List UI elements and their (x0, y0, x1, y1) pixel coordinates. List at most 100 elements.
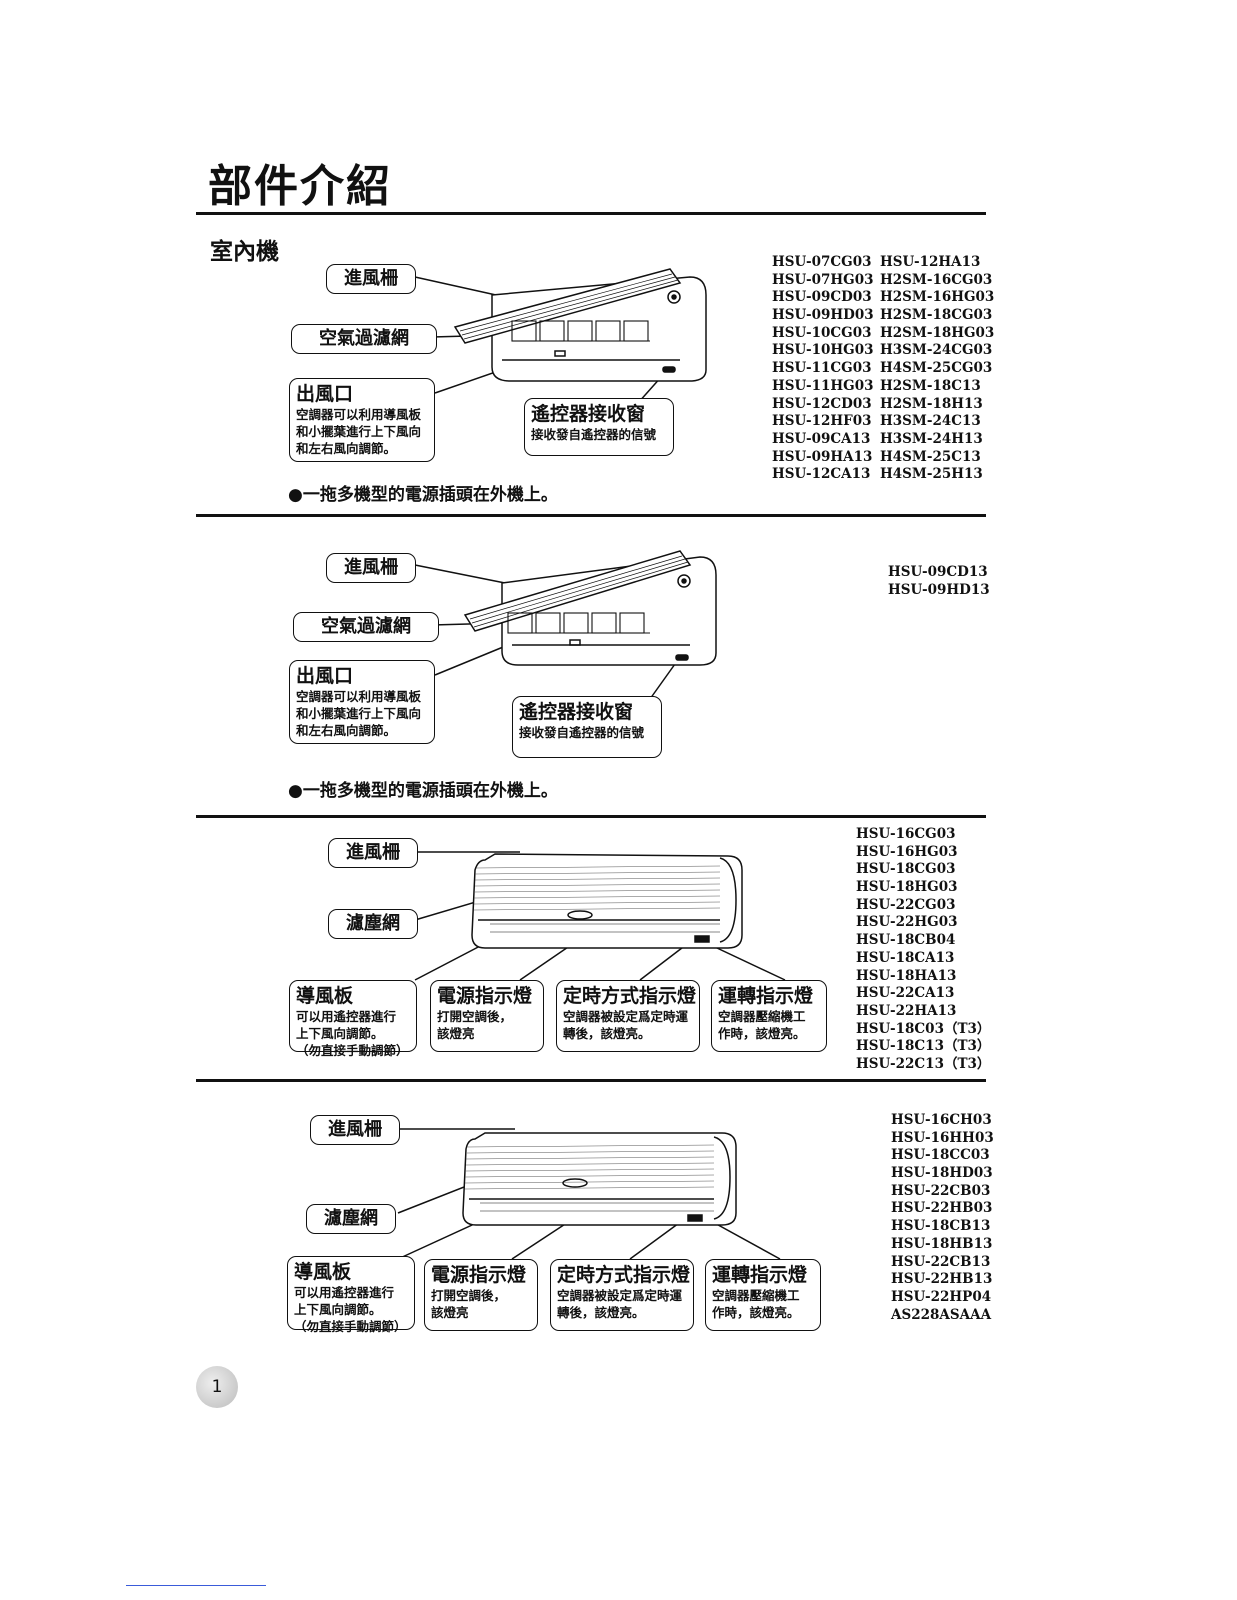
model-number: H4SM-25C13 (880, 448, 981, 465)
model-number: HSU-16HH03 (891, 1129, 994, 1146)
page-title: 部件介紹 (208, 161, 392, 212)
model-number: HSU-09HA13 (772, 448, 873, 465)
model-number: HSU-10HG03 (772, 342, 874, 359)
label-air-filter: 空氣過濾網 (293, 612, 439, 642)
model-number: H2SM-18H13 (880, 395, 983, 412)
callout-title: 電源指示燈 (431, 1264, 527, 1286)
model-number: HSU-22HB13 (891, 1271, 993, 1288)
callout-body: 接收發自遙控器的信號 (519, 725, 645, 740)
model-number: HSU-12CD03 (772, 395, 872, 412)
model-number: HSU-12HF03 (772, 413, 872, 430)
model-number: H2SM-18CG03 (880, 307, 993, 324)
model-number: H4SM-25CG03 (880, 360, 993, 377)
model-number: AS228ASAAA (891, 1306, 992, 1323)
label-inlet-grille: 進風柵 (326, 264, 416, 294)
model-number: HSU-22CA13 (856, 985, 955, 1002)
model-number: HSU-22HB03 (891, 1200, 993, 1217)
callout-title: 電源指示燈 (437, 985, 533, 1007)
callout-title: 運轉指示燈 (712, 1264, 808, 1286)
model-number: H3SM-24C13 (880, 413, 981, 430)
model-number: HSU-18CB04 (856, 932, 956, 949)
note-multi-split: ●一拖多機型的電源插頭在外機上。 (288, 781, 558, 801)
callout-body: 空調器壓縮機工 作時，該燈亮。 (712, 1288, 800, 1320)
callout-louver: 導風板 可以用遙控器進行 上下風向調節。 （勿直接手動調節） (287, 1256, 415, 1334)
model-number: HSU-18HA13 (856, 967, 957, 984)
model-number: HSU-07HG03 (772, 271, 874, 288)
callout-title: 出風口 (296, 383, 354, 405)
model-number: HSU-07CG03 (772, 254, 872, 270)
callout-remote-receiver: 遙控器接收窗 接收發自遙控器的信號 (524, 398, 674, 456)
model-number: H3SM-24CG03 (880, 342, 993, 359)
callout-title: 定時方式指示燈 (557, 1264, 691, 1286)
model-number: HSU-22CB03 (891, 1182, 991, 1199)
callout-remote-receiver: 遙控器接收窗 接收發自遙控器的信號 (512, 696, 662, 758)
callout-run-indicator: 運轉指示燈 空調器壓縮機工 作時，該燈亮。 (711, 980, 827, 1052)
model-number: HSU-09HD13 (888, 581, 990, 598)
callout-body: 空調器可以利用導風板 和小擺葉進行上下風向 和左右風向調節。 (296, 407, 422, 456)
label-inlet-grille: 進風柵 (326, 553, 416, 583)
page-number: 1 (196, 1366, 238, 1408)
callout-title: 定時方式指示燈 (563, 985, 697, 1007)
model-number: HSU-10CG03 (772, 324, 872, 341)
callout-body: 空調器被設定爲定時運 轉後，該燈亮。 (563, 1009, 689, 1041)
divider (196, 815, 986, 818)
model-number: HSU-18C13（T3） (856, 1038, 991, 1055)
callout-title: 導風板 (294, 1261, 352, 1283)
divider (196, 514, 986, 517)
model-number: HSU-09HD03 (772, 307, 874, 324)
model-number: HSU-18HB13 (891, 1235, 993, 1252)
callout-timer-indicator: 定時方式指示燈 空調器被設定爲定時運 轉後，該燈亮。 (550, 1259, 694, 1331)
footer-link-line (126, 1585, 266, 1586)
label-dust-filter: 濾塵網 (328, 909, 418, 939)
model-number: HSU-11HG03 (772, 377, 874, 394)
note-multi-split: ●一拖多機型的電源插頭在外機上。 (288, 485, 558, 505)
model-number: HSU-22CB13 (891, 1253, 991, 1270)
callout-air-outlet: 出風口 空調器可以利用導風板 和小擺葉進行上下風向 和左右風向調節。 (289, 378, 435, 462)
label-inlet-grille: 進風柵 (310, 1115, 400, 1145)
model-number: H2SM-18HG03 (880, 324, 995, 341)
indoor-unit-closed-illustration (414, 851, 786, 981)
callout-body: 空調器壓縮機工 作時，該燈亮。 (718, 1009, 806, 1041)
model-number: HSU-22CG03 (856, 896, 956, 913)
model-number: H3SM-24H13 (880, 430, 983, 447)
model-number: HSU-18CB13 (891, 1218, 991, 1235)
callout-body: 接收發自遙控器的信號 (531, 427, 657, 442)
divider (196, 212, 986, 215)
model-number: HSU-16CG03 (856, 826, 956, 842)
callout-body: 可以用遙控器進行 上下風向調節。 （勿直接手動調節） (294, 1285, 407, 1334)
callout-timer-indicator: 定時方式指示燈 空調器被設定爲定時運 轉後，該燈亮。 (556, 980, 700, 1052)
callout-title: 運轉指示燈 (718, 985, 814, 1007)
model-number: HSU-22HP04 (891, 1288, 992, 1305)
model-number: HSU-18CA13 (856, 949, 955, 966)
callout-body: 可以用遙控器進行 上下風向調節。 （勿直接手動調節） (296, 1009, 409, 1058)
model-number: H2SM-18C13 (880, 377, 981, 394)
model-number: HSU-09CD13 (888, 564, 988, 580)
divider (196, 1079, 986, 1082)
indoor-unit-open-illustration (414, 550, 717, 700)
model-number: H2SM-16HG03 (880, 289, 995, 306)
callout-title: 導風板 (296, 985, 354, 1007)
label-air-filter: 空氣過濾網 (291, 324, 437, 354)
callout-title: 出風口 (296, 665, 354, 687)
callout-run-indicator: 運轉指示燈 空調器壓縮機工 作時，該燈亮。 (705, 1259, 821, 1331)
callout-power-indicator: 電源指示燈 打開空調後， 該燈亮 (430, 980, 544, 1052)
model-number: HSU-22C13（T3） (856, 1055, 991, 1072)
model-number: HSU-18CG03 (856, 861, 956, 878)
model-number: HSU-18HG03 (856, 879, 958, 896)
model-number: HSU-09CA13 (772, 430, 871, 447)
label-dust-filter: 濾塵網 (306, 1204, 396, 1234)
model-number: HSU-12CA13 (772, 466, 871, 483)
model-number: HSU-16HG03 (856, 843, 958, 860)
model-number: HSU-12HA13 (880, 254, 981, 270)
model-number: H4SM-25H13 (880, 466, 983, 483)
section-heading: 室內機 (210, 238, 279, 265)
model-number: HSU-09CD03 (772, 289, 872, 306)
callout-body: 打開空調後， 該燈亮 (431, 1288, 507, 1320)
callout-air-outlet: 出風口 空調器可以利用導風板 和小擺葉進行上下風向 和左右風向調節。 (289, 660, 435, 744)
model-number: HSU-22HG03 (856, 914, 958, 931)
callout-body: 空調器可以利用導風板 和小擺葉進行上下風向 和左右風向調節。 (296, 689, 422, 738)
